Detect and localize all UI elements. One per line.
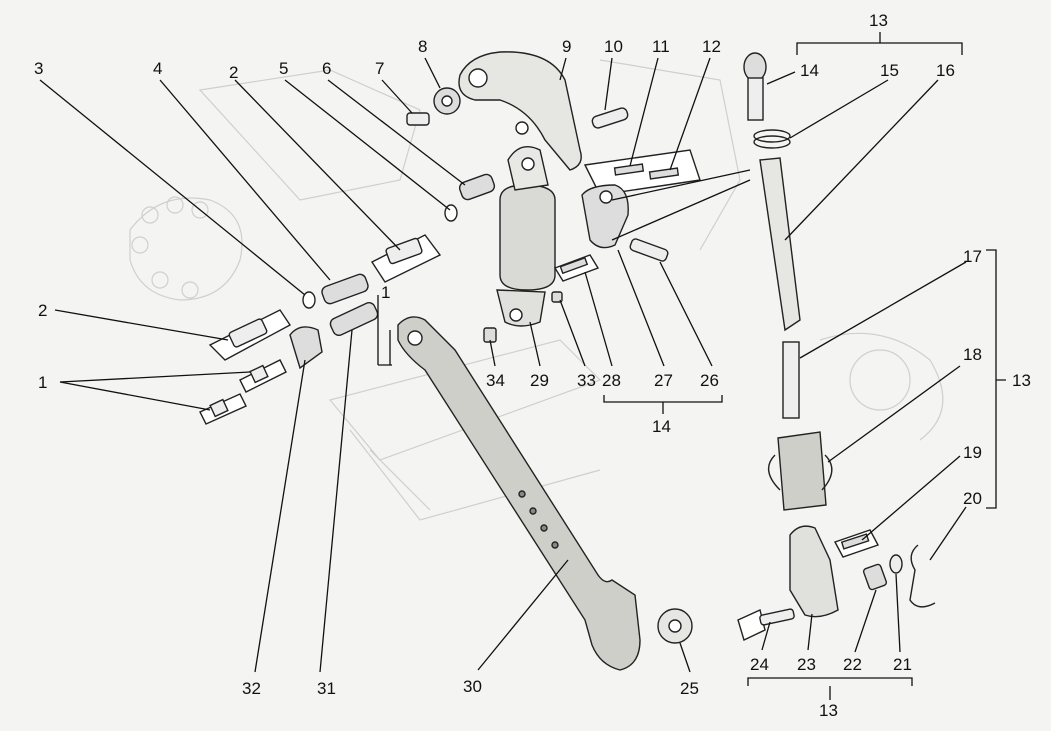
- callout-13-bottom: 13: [819, 701, 838, 720]
- callout-17: 17: [963, 247, 982, 266]
- callout-21: 21: [893, 655, 912, 674]
- callout-29: 29: [530, 371, 549, 390]
- callout-23: 23: [797, 655, 816, 674]
- callout-9: 9: [562, 37, 571, 56]
- callout-12: 12: [702, 37, 721, 56]
- callout-30: 30: [463, 677, 482, 696]
- callout-13-top: 13: [869, 11, 888, 30]
- callout-1-center: 1: [381, 283, 390, 302]
- part-11-12-keys: [583, 149, 701, 196]
- callout-20: 20: [963, 489, 982, 508]
- part-9-lift-arm: [458, 51, 582, 171]
- part-21-spring: [889, 554, 903, 574]
- callout-11: 11: [652, 37, 670, 56]
- part-27-clevis: [581, 184, 629, 249]
- part-8-bushing: [433, 87, 461, 115]
- part-18-sleeve: [767, 431, 833, 511]
- callout-22: 22: [843, 655, 862, 674]
- part-2-bolt-upper: [370, 234, 442, 283]
- callout-26: 26: [700, 371, 719, 390]
- part-25-ball: [657, 608, 693, 644]
- part-33-fitting: [551, 291, 563, 303]
- part-cylinder: [496, 146, 556, 327]
- part-34-fitting: [483, 327, 497, 343]
- callout-2-lower: 2: [38, 301, 47, 320]
- callout-24: 24: [750, 655, 769, 674]
- callout-25: 25: [680, 679, 699, 698]
- callout-5: 5: [279, 59, 288, 78]
- part-23-clevis: [789, 525, 839, 618]
- callout-15: 15: [880, 61, 899, 80]
- callout-10: 10: [604, 37, 623, 56]
- part-14-rod-end: [743, 52, 767, 121]
- callout-7: 7: [375, 59, 384, 78]
- callout-16: 16: [936, 61, 955, 80]
- callout-32: 32: [242, 679, 261, 698]
- leader-lines: [39, 57, 967, 673]
- part-1-nuts: [199, 359, 287, 425]
- background-sketch: [129, 59, 944, 521]
- part-15-rings: [753, 129, 791, 149]
- part-30-lower-link: [397, 316, 641, 671]
- callout-34: 34: [486, 371, 505, 390]
- callout-14-bottom: 14: [652, 417, 671, 436]
- callout-3: 3: [34, 59, 43, 78]
- part-6-bushing: [458, 173, 496, 201]
- part-31-bushing: [329, 301, 379, 337]
- callout-28: 28: [602, 371, 621, 390]
- callout-19: 19: [963, 443, 982, 462]
- callout-1: 1: [38, 373, 47, 392]
- callout-13-right: 13: [1012, 371, 1031, 390]
- part-4-bushing: [321, 273, 369, 305]
- part-32-plate: [289, 326, 323, 370]
- group-brackets: [603, 32, 1006, 700]
- part-10-pin: [591, 107, 629, 129]
- callout-2-upper: 2: [229, 63, 238, 82]
- callout-27: 27: [654, 371, 673, 390]
- part-2-bolt-lower: [208, 309, 292, 361]
- part-17-rod: [782, 341, 800, 419]
- part-20-clip: [909, 544, 936, 608]
- callout-labels: 1 2 2 3 4 5 6 7 8 9 10 11 12 13 14 15 16…: [34, 11, 1031, 720]
- part-28-key: [553, 254, 600, 282]
- callout-6: 6: [322, 59, 331, 78]
- part-16-tube: [759, 157, 801, 332]
- part-22-washer: [862, 563, 888, 591]
- part-7-bolt: [406, 112, 430, 126]
- callout-4: 4: [153, 59, 162, 78]
- callout-8: 8: [418, 37, 427, 56]
- part-3-washer: [302, 291, 316, 309]
- part-19-key: [833, 529, 880, 558]
- part-26-pin: [629, 238, 669, 262]
- callout-31: 31: [317, 679, 336, 698]
- callout-33: 33: [577, 371, 596, 390]
- callout-14-top: 14: [800, 61, 819, 80]
- callout-18: 18: [963, 345, 982, 364]
- part-24-pin: [737, 608, 795, 641]
